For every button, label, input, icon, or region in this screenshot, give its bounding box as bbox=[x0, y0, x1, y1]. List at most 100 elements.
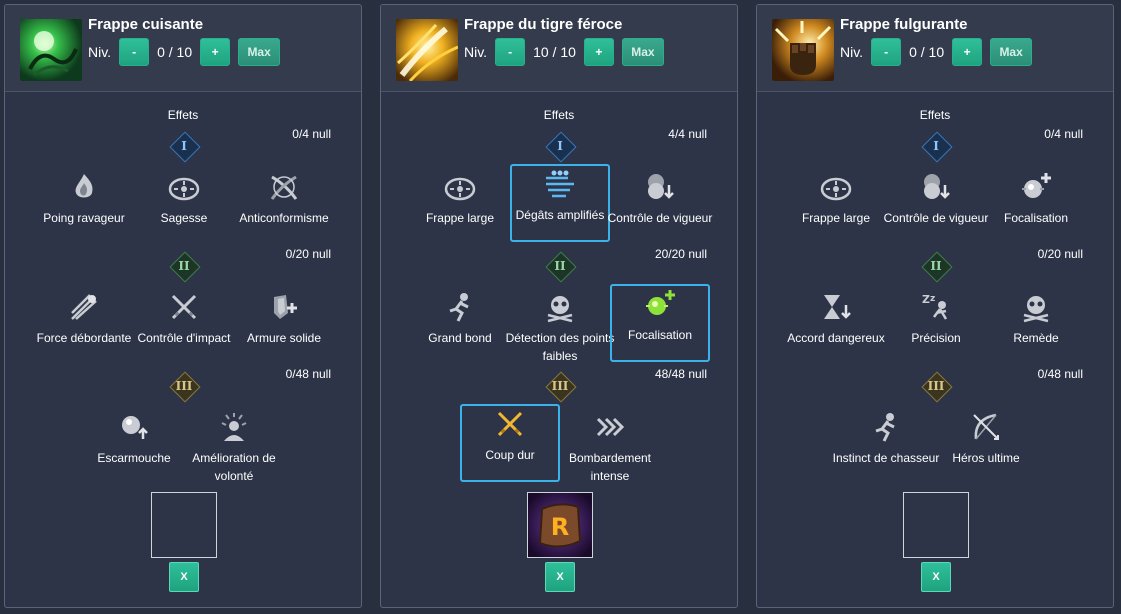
effect-node-bombardement-intense[interactable]: Bombardement intense bbox=[560, 407, 660, 485]
level-label: Niv. bbox=[840, 44, 864, 60]
effect-label: Dégâts amplifiés bbox=[515, 208, 605, 222]
remove-rune-button[interactable]: X bbox=[545, 562, 575, 592]
level-max-button[interactable]: Max bbox=[990, 38, 1033, 66]
crossed-swords-icon bbox=[168, 291, 200, 323]
effects-heading: Effets bbox=[919, 108, 951, 122]
green-spiral-skill-icon bbox=[20, 19, 82, 81]
running-figure-icon bbox=[870, 411, 902, 443]
effect-label: Contrôle de vigueur bbox=[883, 211, 989, 225]
effect-label: Sagesse bbox=[160, 211, 208, 225]
tier-1-count: 4/4 null bbox=[668, 127, 707, 141]
effect-node-remede[interactable]: Remède bbox=[986, 287, 1086, 365]
effect-node-coup-dur[interactable]: Coup dur bbox=[460, 404, 560, 482]
level-value: 0 / 10 bbox=[909, 44, 945, 60]
effect-node-focalisation[interactable]: Focalisation bbox=[610, 284, 710, 362]
svg-text:z: z bbox=[930, 294, 935, 304]
rune-slot-empty[interactable] bbox=[151, 492, 217, 558]
skill-panel-frappe-cuisante: Frappe cuisante Niv. - 0 / 10 + Max Effe… bbox=[4, 4, 362, 608]
effect-label: Armure solide bbox=[246, 331, 322, 345]
level-row: Niv. - 10 / 10 + Max bbox=[464, 37, 664, 67]
effect-node-controle-vigueur[interactable]: Contrôle de vigueur bbox=[608, 167, 712, 245]
orb-up-arrow-icon bbox=[118, 411, 150, 443]
tier-1-count: 0/4 null bbox=[1044, 127, 1083, 141]
effect-node-amelioration-volonte[interactable]: Amélioration de volonté bbox=[184, 407, 284, 485]
level-decrease-button[interactable]: - bbox=[495, 38, 526, 66]
svg-text:Z: Z bbox=[922, 293, 930, 306]
remove-rune-button[interactable]: X bbox=[921, 562, 951, 592]
golden-crossed-swords-icon bbox=[494, 408, 526, 440]
tier-1-badge: I bbox=[545, 131, 577, 163]
fire-fist-icon bbox=[68, 171, 100, 203]
crossed-slash-icon bbox=[268, 171, 300, 203]
effect-label: Amélioration de volonté bbox=[192, 451, 276, 483]
tier-2-count: 0/20 null bbox=[285, 247, 331, 261]
effect-node-detection-points-faibles[interactable]: Détection des points faibles bbox=[506, 287, 614, 365]
tier-3-count: 48/48 null bbox=[654, 367, 707, 381]
level-increase-button[interactable]: + bbox=[583, 38, 614, 66]
level-label: Niv. bbox=[88, 44, 112, 60]
panel-header: Frappe fulgurante Niv. - 0 / 10 + Max bbox=[757, 5, 1113, 92]
effect-node-focalisation[interactable]: Focalisation bbox=[986, 167, 1086, 245]
level-value: 10 / 10 bbox=[533, 44, 576, 60]
effect-node-sagesse[interactable]: Sagesse bbox=[134, 167, 234, 245]
effect-label: Frappe large bbox=[425, 211, 495, 225]
effect-label: Coup dur bbox=[485, 448, 535, 462]
skull-crossbones-icon bbox=[544, 291, 576, 323]
remove-rune-button[interactable]: X bbox=[169, 562, 199, 592]
level-increase-button[interactable]: + bbox=[200, 38, 231, 66]
tier-3-badge: III bbox=[169, 371, 201, 403]
effect-node-poing-ravageur[interactable]: Poing ravageur bbox=[34, 167, 134, 245]
effect-node-instinct-chasseur[interactable]: Instinct de chasseur bbox=[833, 407, 939, 485]
running-figure-icon bbox=[444, 291, 476, 323]
effect-node-degats-amplifies[interactable]: Dégâts amplifiés bbox=[510, 164, 610, 242]
effect-label: Accord dangereux bbox=[787, 331, 885, 345]
chevrons-right-icon bbox=[594, 411, 626, 443]
effect-label: Force débordante bbox=[36, 331, 132, 345]
level-max-button[interactable]: Max bbox=[621, 38, 664, 66]
effect-label: Détection des points faibles bbox=[505, 331, 615, 363]
effects-heading: Effets bbox=[167, 108, 199, 122]
level-decrease-button[interactable]: - bbox=[871, 38, 902, 66]
level-row: Niv. - 0 / 10 + Max bbox=[88, 37, 281, 67]
effect-node-controle-vigueur[interactable]: Contrôle de vigueur bbox=[884, 167, 988, 245]
effect-node-escarmouche[interactable]: Escarmouche bbox=[84, 407, 184, 485]
panel-header: Frappe cuisante Niv. - 0 / 10 + Max bbox=[5, 5, 361, 92]
effect-node-frappe-large[interactable]: Frappe large bbox=[410, 167, 510, 245]
rune-slot-filled[interactable]: R bbox=[527, 492, 593, 558]
effect-node-armure-solide[interactable]: Armure solide bbox=[234, 287, 334, 365]
effect-node-accord-dangereux[interactable]: Accord dangereux bbox=[786, 287, 886, 365]
effect-label: Poing ravageur bbox=[43, 211, 125, 225]
tier-1-count: 0/4 null bbox=[292, 127, 331, 141]
effect-node-force-debordante[interactable]: Force débordante bbox=[34, 287, 134, 365]
level-label: Niv. bbox=[464, 44, 488, 60]
green-orb-plus-icon bbox=[644, 288, 676, 320]
level-decrease-button[interactable]: - bbox=[119, 38, 150, 66]
tier-3-badge: III bbox=[921, 371, 953, 403]
orbs-down-arrow-icon bbox=[920, 171, 952, 203]
effect-label: Instinct de chasseur bbox=[832, 451, 940, 465]
compass-disc-icon bbox=[820, 171, 852, 203]
rune-slot-empty[interactable] bbox=[903, 492, 969, 558]
effect-node-frappe-large[interactable]: Frappe large bbox=[786, 167, 886, 245]
bow-arrow-icon bbox=[970, 411, 1002, 443]
effect-node-controle-impact[interactable]: Contrôle d'impact bbox=[134, 287, 234, 365]
skull-crossbones-icon bbox=[1020, 291, 1052, 323]
tier-3-count: 0/48 null bbox=[1037, 367, 1083, 381]
effect-label: Grand bond bbox=[428, 331, 492, 345]
skill-title: Frappe du tigre féroce bbox=[464, 16, 623, 33]
effects-heading: Effets bbox=[543, 108, 575, 122]
effect-node-grand-bond[interactable]: Grand bond bbox=[410, 287, 510, 365]
tier-2-badge: II bbox=[545, 251, 577, 283]
effect-node-heros-ultime[interactable]: Héros ultime bbox=[936, 407, 1036, 485]
blue-wind-icon bbox=[544, 168, 576, 200]
tier-1-badge: I bbox=[169, 131, 201, 163]
tier-2-badge: II bbox=[921, 251, 953, 283]
level-max-button[interactable]: Max bbox=[238, 38, 281, 66]
level-increase-button[interactable]: + bbox=[952, 38, 983, 66]
skill-title: Frappe cuisante bbox=[88, 16, 204, 33]
radiant-figure-icon bbox=[218, 411, 250, 443]
effect-node-anticonformisme[interactable]: Anticonformisme bbox=[234, 167, 334, 245]
effect-label: Bombardement intense bbox=[568, 451, 652, 483]
